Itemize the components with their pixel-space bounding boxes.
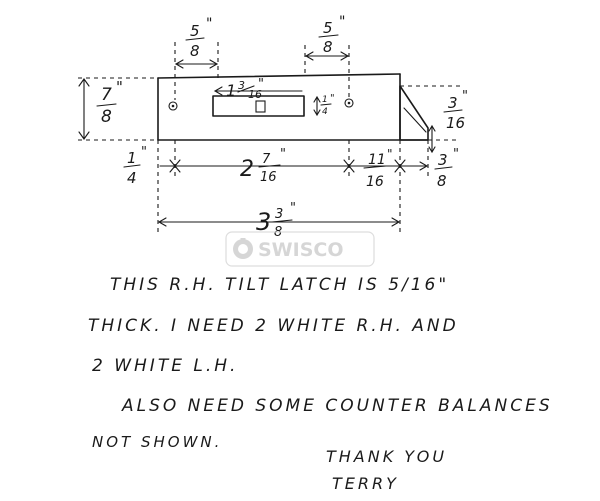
svg-text:16: 16	[446, 114, 465, 132]
note-line-4: ALSO NEED SOME COUNTER BALANCES	[122, 396, 553, 416]
signature: TERRY	[332, 474, 399, 493]
dim-label-overall: 3 3 8 "	[256, 201, 296, 240]
svg-text:": "	[330, 93, 335, 104]
screw-hole-left	[168, 101, 178, 111]
note-line-5: NOT SHOWN.	[92, 433, 223, 451]
svg-text:": "	[387, 147, 393, 161]
dim-label-slot: 1 3 16 "	[226, 77, 264, 101]
dimension-lines	[78, 51, 436, 227]
svg-text:5: 5	[323, 19, 333, 37]
svg-text:3: 3	[238, 79, 245, 92]
extension-lines	[78, 42, 460, 235]
svg-text:4: 4	[127, 169, 137, 187]
svg-text:3: 3	[275, 207, 283, 222]
note-line-3: 2 WHITE L.H.	[92, 356, 239, 376]
svg-text:": "	[258, 77, 264, 92]
svg-text:": "	[116, 78, 123, 96]
dim-label-bottom-4: 3 8 "	[434, 147, 459, 190]
latch-tongue	[399, 85, 429, 141]
svg-text:3: 3	[448, 94, 458, 112]
svg-text:2: 2	[240, 157, 254, 182]
svg-text:": "	[290, 201, 296, 216]
note-line-2: THICK. I NEED 2 WHITE R.H. AND	[88, 316, 459, 336]
dim-label-height: 7 8 "	[96, 78, 123, 127]
svg-text:16: 16	[248, 88, 262, 101]
svg-text:1: 1	[322, 95, 328, 105]
svg-text:7: 7	[101, 85, 112, 105]
svg-text:": "	[280, 147, 286, 162]
svg-text:": "	[339, 14, 345, 30]
signoff: THANK YOU	[326, 447, 448, 466]
svg-text:3: 3	[256, 208, 271, 236]
svg-text:": "	[462, 89, 468, 104]
screw-hole-right	[344, 98, 354, 108]
dim-label-bottom-3: 11 16 "	[363, 147, 393, 190]
dim-label-bottom-2: 2 7 16 "	[240, 147, 286, 185]
svg-text:5: 5	[190, 22, 200, 40]
slot	[212, 95, 305, 117]
latch-body	[157, 73, 429, 141]
dim-label-bottom-1: 1 4 "	[123, 145, 147, 187]
svg-text:7: 7	[262, 152, 271, 167]
svg-text:8: 8	[190, 42, 200, 60]
svg-text:SWISCO: SWISCO	[258, 239, 344, 261]
svg-text:1: 1	[127, 149, 137, 167]
dim-label-top-left: 5 8 "	[185, 16, 212, 60]
svg-text:11: 11	[368, 152, 386, 168]
svg-text:": "	[141, 145, 147, 160]
svg-text:8: 8	[323, 38, 333, 56]
svg-text:": "	[453, 147, 459, 162]
swisco-watermark: SWISCO	[225, 231, 375, 267]
svg-text:1: 1	[226, 81, 236, 100]
svg-text:4: 4	[322, 107, 328, 117]
dim-label-top-right: 5 8 "	[318, 14, 345, 56]
note-line-1: THIS R.H. TILT LATCH IS 5/16"	[110, 275, 450, 295]
svg-text:8: 8	[101, 107, 112, 127]
svg-text:3: 3	[438, 151, 448, 169]
dim-label-latch: 3 16 "	[443, 89, 468, 132]
svg-text:8: 8	[437, 172, 447, 190]
dim-label-slot-height: 1 4 "	[320, 93, 335, 117]
svg-text:16: 16	[260, 170, 277, 185]
svg-text:": "	[206, 16, 212, 32]
svg-text:16: 16	[366, 174, 384, 190]
